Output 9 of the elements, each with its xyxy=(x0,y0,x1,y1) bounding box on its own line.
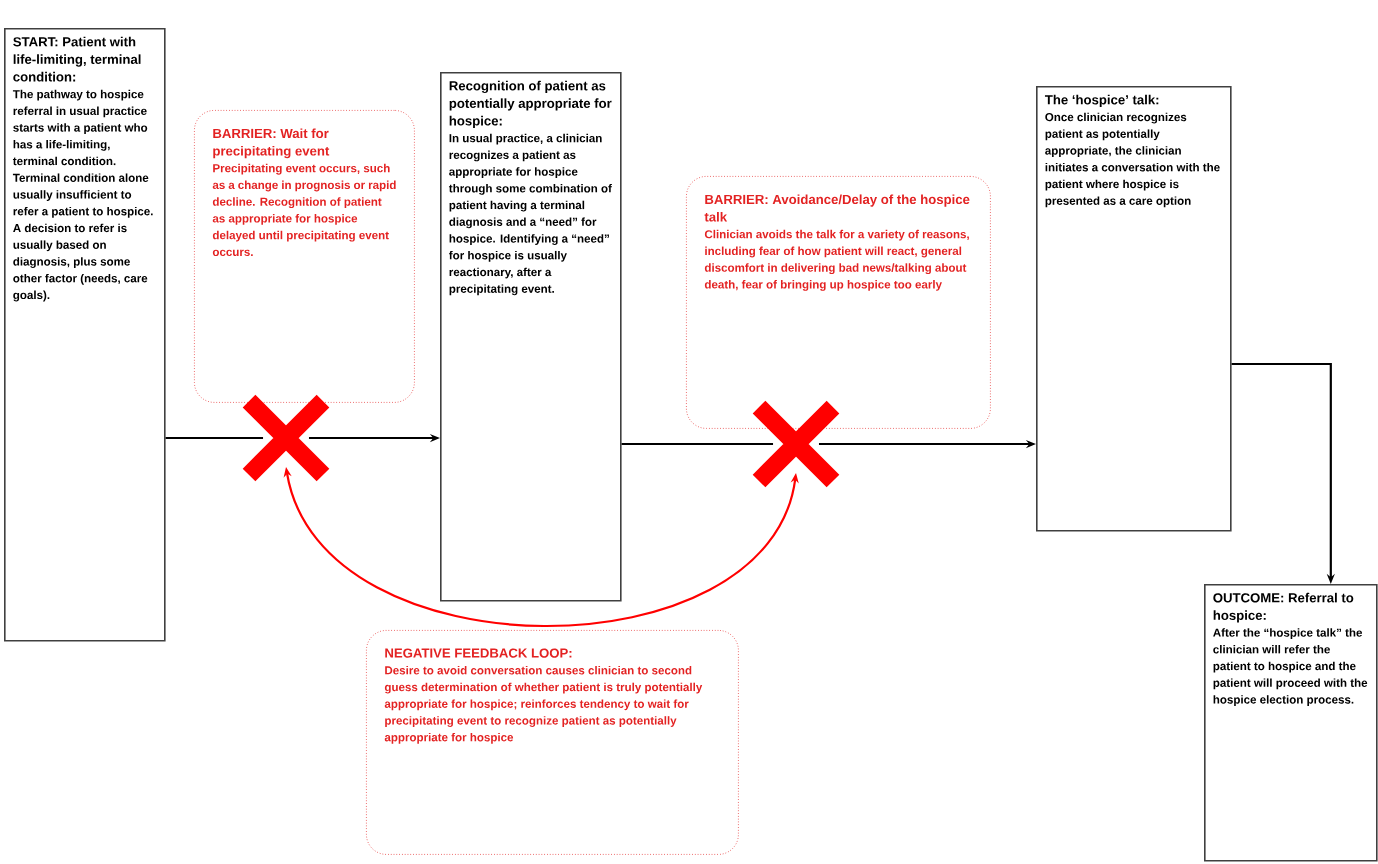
process-box xyxy=(440,72,622,602)
process-box xyxy=(4,28,166,642)
barrier-box xyxy=(686,176,991,429)
barrier-box xyxy=(194,110,415,403)
process-box xyxy=(1036,86,1232,532)
barrier-box xyxy=(366,630,739,855)
cross-mark xyxy=(750,398,842,490)
cross-mark xyxy=(240,392,332,484)
process-box xyxy=(1204,584,1378,862)
